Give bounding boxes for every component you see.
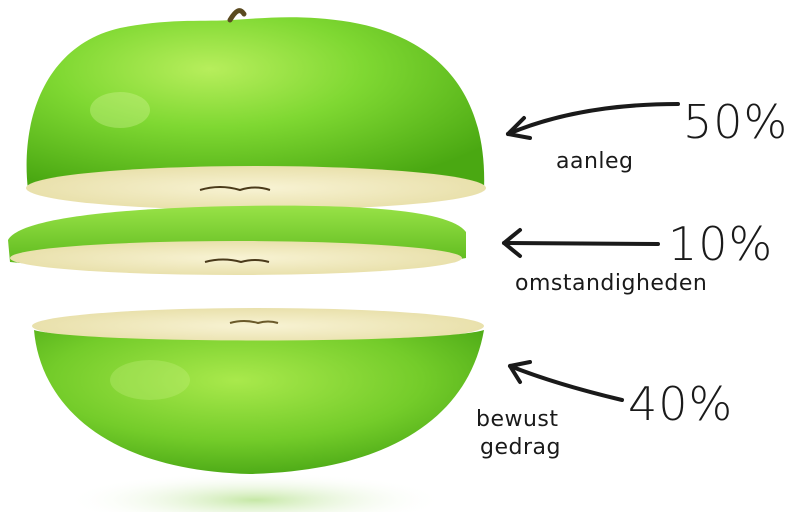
annotation-top: 50% aanleg <box>508 95 788 174</box>
label-top: aanleg <box>556 149 634 174</box>
stem-icon <box>230 11 244 20</box>
arrow-icon <box>510 366 622 400</box>
apple-middle-slice <box>8 206 466 275</box>
apple-top-piece <box>26 11 486 210</box>
apple-bottom-piece <box>32 308 484 474</box>
annotation-bottom: 40% bewust gedrag <box>476 362 733 460</box>
arrow-icon <box>508 104 678 134</box>
arrow-icon <box>504 243 658 244</box>
percent-middle: 10% <box>668 217 773 271</box>
apple-reflection <box>65 472 445 512</box>
percent-bottom: 40% <box>628 377 733 431</box>
annotation-middle: 10% omstandigheden <box>504 217 773 296</box>
label-bottom-line2: gedrag <box>480 435 561 460</box>
label-bottom-line1: bewust <box>476 407 559 432</box>
percent-top: 50% <box>683 95 788 149</box>
label-middle: omstandigheden <box>515 271 707 296</box>
